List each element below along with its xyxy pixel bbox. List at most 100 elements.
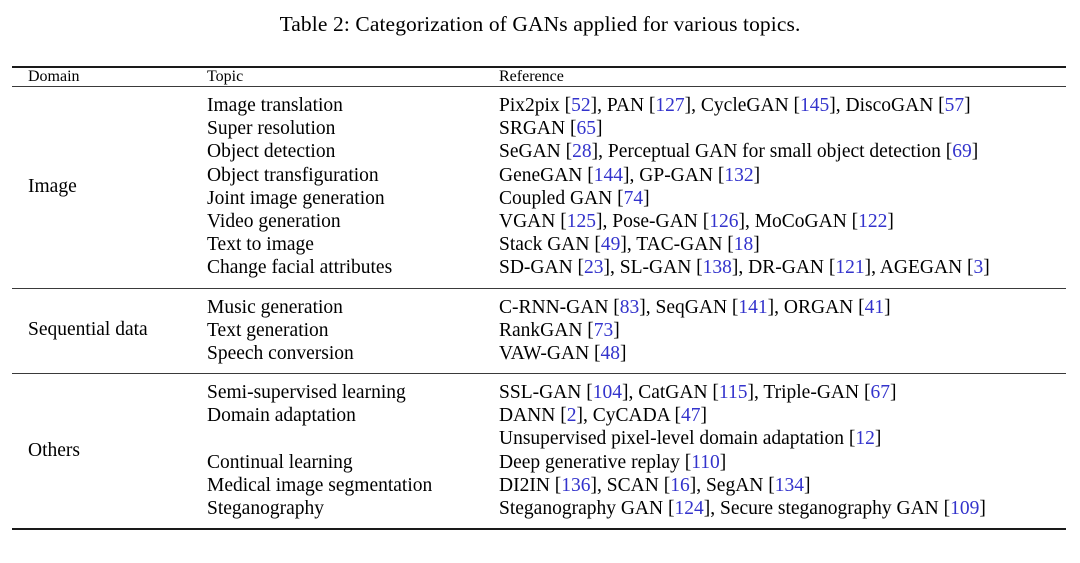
citation-link[interactable]: 138	[702, 257, 732, 279]
citation-link[interactable]: 47	[681, 405, 701, 427]
bracket-close: ]	[874, 428, 882, 450]
reference-cell: GeneGAN [144], GP-GAN [132]	[491, 164, 1066, 187]
reference-name: Pix2pix	[499, 95, 565, 116]
bracket-open: [	[648, 95, 656, 116]
bracket-close: ]	[684, 95, 692, 116]
bracket-open: [	[828, 257, 836, 279]
bracket-close: ]	[595, 118, 603, 140]
citation-link[interactable]: 141	[738, 296, 768, 318]
citation-link[interactable]: 2	[566, 405, 577, 427]
citation-link[interactable]: 52	[571, 95, 591, 116]
bracket-open: [	[613, 296, 620, 318]
reference-cell: SD-GAN [23], SL-GAN [138], DR-GAN [121],…	[491, 256, 1066, 279]
citation-link[interactable]: 28	[572, 141, 592, 163]
citation-link[interactable]: 48	[600, 342, 621, 364]
bracket-open: [	[564, 95, 572, 116]
bracket-close: ]	[829, 95, 836, 116]
citation-link[interactable]: 125	[566, 210, 596, 232]
table-row: Unsupervised pixel-level domain adaptati…	[199, 427, 1066, 450]
citation-link[interactable]: 136	[561, 474, 591, 496]
reference-name: Steganography GAN	[499, 498, 668, 519]
topic-cell: Speech conversion	[207, 342, 354, 364]
reference-cell: Steganography GAN [124], Secure steganog…	[491, 497, 1066, 520]
bracket-open: [	[712, 382, 719, 404]
topic-cell: Image translation	[207, 95, 343, 116]
reference-name: CycleGAN	[700, 95, 794, 116]
reference-name: RankGAN	[499, 319, 588, 341]
block-spacer-bottom	[12, 365, 1066, 373]
bracket-close: ]	[753, 234, 760, 256]
citation-link[interactable]: 12	[855, 428, 875, 450]
reference-separator: ,	[744, 210, 755, 232]
citation-link[interactable]: 67	[870, 382, 890, 404]
bracket-close: ]	[595, 210, 603, 232]
reference-name: VAW-GAN	[499, 342, 595, 364]
reference-separator: ,	[582, 405, 593, 427]
reference-name: PAN	[606, 95, 649, 116]
citation-link[interactable]: 121	[835, 257, 865, 279]
reference-name: GP-GAN	[639, 164, 718, 186]
citation-link[interactable]: 144	[593, 164, 624, 186]
topic-cell: Semi-supervised learning	[207, 382, 406, 404]
bracket-open: [	[587, 164, 594, 186]
bracket-close: ]	[591, 141, 599, 163]
citation-link[interactable]: 109	[950, 498, 980, 519]
citation-link[interactable]: 124	[674, 498, 704, 519]
citation-link[interactable]: 122	[858, 210, 888, 232]
topic-cell: Change facial attributes	[207, 257, 393, 279]
reference-separator: ,	[774, 296, 784, 318]
reference-cell: Deep generative replay [110]	[491, 451, 1066, 474]
citation-link[interactable]: 65	[576, 118, 596, 140]
citation-link[interactable]: 16	[670, 474, 690, 496]
citation-link[interactable]: 115	[718, 382, 748, 404]
caption-label: Table 2:	[279, 12, 350, 36]
citation-link[interactable]: 110	[691, 451, 720, 473]
bracket-close: ]	[590, 474, 598, 496]
citation-link[interactable]: 23	[584, 257, 604, 279]
bracket-close: ]	[689, 474, 697, 496]
table-midrule-header	[12, 86, 1066, 87]
bracket-close: ]	[889, 382, 897, 404]
citation-link[interactable]: 18	[733, 234, 754, 256]
bracket-close: ]	[979, 498, 986, 519]
bracket-open: [	[793, 95, 801, 116]
topic-cell: Object detection	[207, 141, 336, 163]
reference-name: DiscoGAN	[845, 95, 939, 116]
reference-name: DR-GAN	[748, 257, 829, 279]
citation-link[interactable]: 83	[619, 296, 640, 318]
table-row: Change facial attributes SD-GAN [23], SL-…	[199, 256, 1066, 279]
topic-cell: Joint image generation	[207, 187, 385, 209]
citation-link[interactable]: 127	[655, 95, 685, 116]
column-header-reference: Reference	[499, 68, 564, 85]
bracket-open: [	[863, 382, 871, 404]
bracket-open: [	[717, 164, 725, 186]
topic-cell: Continual learning	[207, 451, 353, 473]
bracket-open: [	[727, 234, 734, 256]
bracket-open: [	[696, 257, 703, 279]
citation-link[interactable]: 41	[864, 296, 885, 318]
rows-cell: Image translation Pix2pix [52], PAN [127]…	[199, 94, 1066, 280]
citation-link[interactable]: 104	[592, 382, 622, 404]
citation-link[interactable]: 132	[724, 164, 754, 186]
citation-link[interactable]: 73	[593, 319, 614, 341]
citation-link[interactable]: 49	[600, 234, 621, 256]
citation-link[interactable]: 134	[774, 474, 804, 496]
reference-name: Secure steganography GAN	[719, 498, 944, 519]
reference-name: Perceptual GAN for small object detectio…	[607, 141, 946, 163]
citation-link[interactable]: 57	[944, 95, 965, 116]
citation-link[interactable]: 69	[952, 141, 972, 163]
reference-name: Deep generative replay	[499, 451, 685, 473]
citation-link[interactable]: 74	[623, 187, 644, 209]
block-spacer-top	[12, 374, 1066, 381]
block-spacer-bottom	[12, 280, 1066, 288]
citation-link[interactable]: 3	[973, 257, 984, 279]
citation-link[interactable]: 145	[800, 95, 830, 116]
citation-link[interactable]: 126	[709, 210, 739, 232]
table-header: Domain Topic Reference	[12, 68, 1066, 86]
bracket-close: ]	[719, 451, 727, 473]
